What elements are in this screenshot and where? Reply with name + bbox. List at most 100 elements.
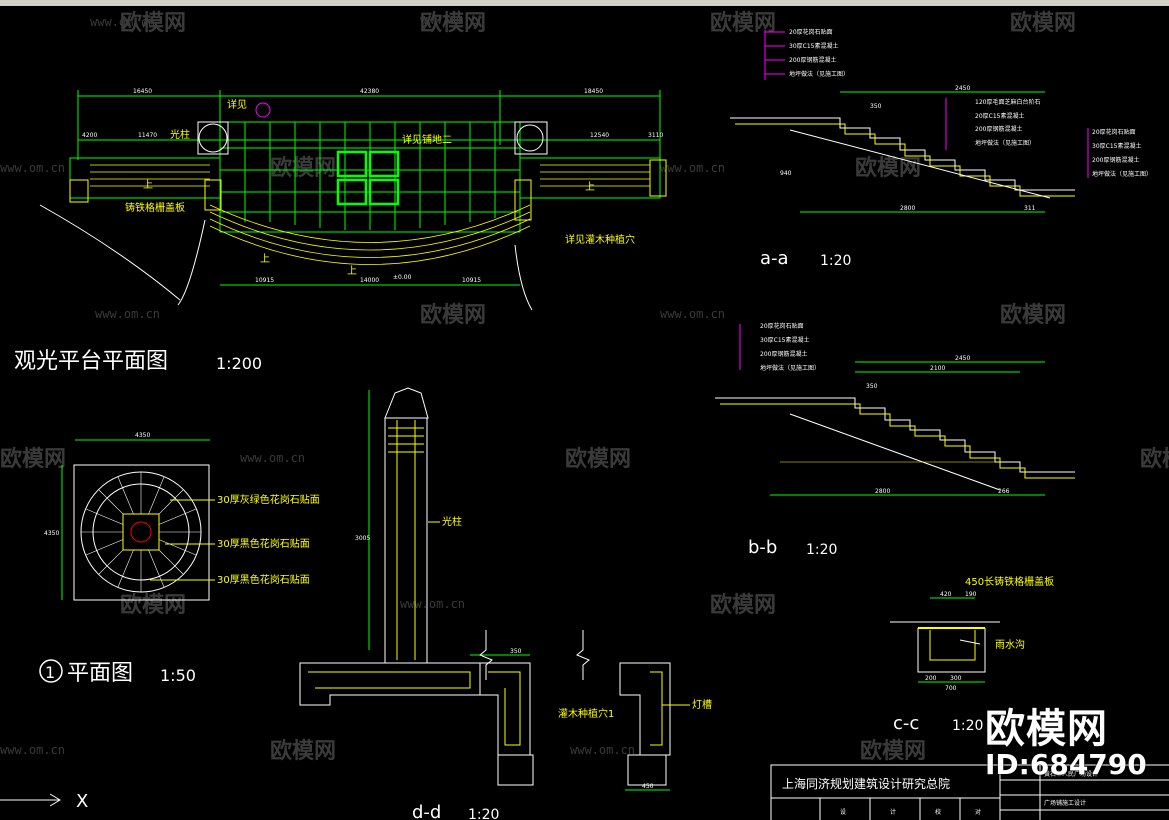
watermark-text: 欧模网 bbox=[120, 10, 186, 36]
dim-text: 2100 bbox=[930, 365, 945, 372]
layer-text: 地坪做法（见施工图） bbox=[975, 139, 1035, 147]
lamp-slot[interactable] bbox=[650, 671, 663, 746]
planting-label: 详见灌木种植穴 bbox=[565, 233, 635, 246]
left-wing bbox=[69, 157, 221, 199]
curved-steps bbox=[209, 204, 531, 265]
plan-title: 观光平台平面图 bbox=[14, 349, 168, 374]
watermark-text: 欧模网 bbox=[1140, 446, 1169, 472]
dim-text: 266 bbox=[998, 488, 1010, 495]
dim-text: 14000 bbox=[360, 277, 379, 284]
light-column-label: 光柱 bbox=[170, 128, 190, 141]
dim-text: 2450 bbox=[955, 355, 970, 362]
watermark-text: 欧模网 bbox=[270, 155, 336, 181]
detail1-center-light[interactable] bbox=[130, 521, 152, 543]
dim-text: 350 bbox=[510, 648, 522, 655]
dim-text: 16450 bbox=[133, 88, 152, 95]
planting-label: 灌木种植穴1 bbox=[558, 707, 614, 720]
light-column-plan-icon[interactable] bbox=[198, 123, 228, 153]
up-arrow-label: 上 bbox=[143, 179, 153, 191]
column-cap bbox=[384, 387, 429, 419]
drain-label: 雨水沟 bbox=[995, 638, 1025, 651]
watermark-url: www.om.cn bbox=[660, 307, 725, 321]
section-dd[interactable]: 光柱 3005 350 450 灯槽 灌木种植穴1 bbox=[299, 387, 712, 791]
dim-text: 18450 bbox=[584, 88, 603, 95]
dim-text: 10915 bbox=[462, 277, 481, 284]
grate-label: 450长铸铁格栅盖板 bbox=[965, 575, 1054, 588]
planter-box bbox=[649, 159, 667, 197]
light-column-plan-icon[interactable] bbox=[516, 124, 544, 152]
feature-paving-squares[interactable] bbox=[336, 150, 400, 206]
paving-label: 详见铺地二 bbox=[402, 133, 452, 146]
dim-text: 11470 bbox=[138, 132, 157, 139]
section-cc[interactable]: 450长铸铁格栅盖板 雨水沟 420 190 200 300 700 bbox=[890, 575, 1054, 692]
layer-text: 20厚花岗石贴面 bbox=[789, 28, 833, 36]
material-label: 30厚黑色花岗石贴面 bbox=[217, 537, 310, 550]
planter-box bbox=[69, 179, 89, 203]
stair-profile bbox=[730, 117, 1075, 191]
watermark-url: www.om.cn bbox=[420, 13, 485, 27]
lamp-label: 灯槽 bbox=[692, 698, 712, 711]
leader-line bbox=[177, 219, 206, 306]
section-aa-scale: 1:20 bbox=[820, 253, 851, 269]
title-header: 对 bbox=[975, 808, 981, 816]
dim-text: 190 bbox=[965, 591, 977, 598]
foundation-left bbox=[299, 662, 481, 706]
layer-text: 120厚毛面芝麻白台阶石 bbox=[975, 98, 1040, 106]
watermark-layer: 欧模网 欧模网 欧模网 欧模网 www.om.cn www.om.cn 欧模网 … bbox=[0, 10, 1169, 764]
title-header: 校 bbox=[935, 808, 941, 816]
layer-text: 地坪做法（见施工图） bbox=[1092, 170, 1152, 178]
watermark-url: www.om.cn bbox=[570, 743, 635, 757]
section-cc-title: c-c bbox=[893, 713, 919, 734]
section-bb[interactable]: 20厚花岗石贴面 30厚C15素混凝土 200厚钢筋混凝土 地坪做法（见施工图）… bbox=[715, 322, 1075, 496]
dim-text: 3110 bbox=[648, 132, 663, 139]
planter-box bbox=[204, 179, 222, 211]
up-arrow-label: 上 bbox=[585, 181, 595, 193]
brand-id: ID:684790 bbox=[985, 748, 1147, 781]
project-name: 黄石市人民广场设计 bbox=[1044, 770, 1098, 778]
detail-number-circle bbox=[39, 659, 63, 683]
section-aa[interactable]: 20厚花岗石贴面 30厚C15素混凝土 200厚钢筋混凝土 地坪做法（见施工图）… bbox=[730, 28, 1152, 213]
material-label: 30厚灰绿色花岗石贴面 bbox=[217, 493, 320, 506]
watermark-url: www.om.cn bbox=[0, 743, 65, 757]
grate-label: 铸铁格栅盖板 bbox=[125, 201, 185, 214]
break-lines bbox=[479, 630, 590, 680]
brand-name: 欧模网 bbox=[985, 706, 1108, 752]
plan-view[interactable]: 16450 42380 18450 4200 11470 12540 3110 … bbox=[39, 88, 667, 311]
dim-text: 420 bbox=[940, 591, 952, 598]
stair-slab bbox=[720, 403, 1075, 479]
watermark-text: 欧模网 bbox=[710, 592, 776, 618]
detail-number: 1 bbox=[45, 663, 55, 682]
wing-steps bbox=[90, 164, 650, 187]
title-header: 计 bbox=[890, 808, 896, 816]
detail1-plan[interactable]: 4350 4350 30厚灰绿色花岗石贴面 30厚黑色花岗石贴面 30厚黑色花岗… bbox=[44, 432, 320, 601]
up-arrow-label: 上 bbox=[260, 253, 270, 265]
leader-line bbox=[39, 204, 181, 301]
dim-text: 2450 bbox=[955, 85, 970, 92]
watermark-url: www.om.cn bbox=[660, 161, 725, 175]
dim-text: 10915 bbox=[255, 277, 274, 284]
drawing-name: 广场铺施工设计 bbox=[1044, 799, 1086, 807]
watermark-text: 欧模网 bbox=[565, 446, 631, 472]
dim-text: 4350 bbox=[44, 530, 59, 537]
section-bb-scale: 1:20 bbox=[806, 542, 837, 558]
dim-text: 300 bbox=[950, 675, 962, 682]
layer-text: 30厚C15素混凝土 bbox=[789, 42, 838, 50]
light-column-shaft[interactable] bbox=[384, 417, 428, 664]
detail-callout-circle[interactable] bbox=[255, 102, 271, 118]
section-aa-title: a-a bbox=[760, 248, 789, 269]
layer-text: 200厚钢筋混凝土 bbox=[789, 56, 836, 64]
right-wing bbox=[519, 157, 661, 199]
watermark-text: 欧模网 bbox=[120, 592, 186, 618]
detail-label: 详见 bbox=[227, 98, 247, 111]
drain-channel bbox=[917, 628, 986, 673]
dim-text: 2800 bbox=[875, 488, 890, 495]
leader-line bbox=[514, 244, 533, 311]
layer-text: 30厚C15素混凝土 bbox=[1092, 142, 1141, 150]
watermark-text: 欧模网 bbox=[420, 302, 486, 328]
watermark-text: 欧模网 bbox=[1010, 10, 1076, 36]
slab-underside bbox=[789, 413, 1001, 491]
brand-watermark: 欧模网 ID:684790 bbox=[985, 708, 1147, 780]
watermark-text: 欧模网 bbox=[855, 155, 921, 181]
light-column-base bbox=[197, 121, 229, 155]
